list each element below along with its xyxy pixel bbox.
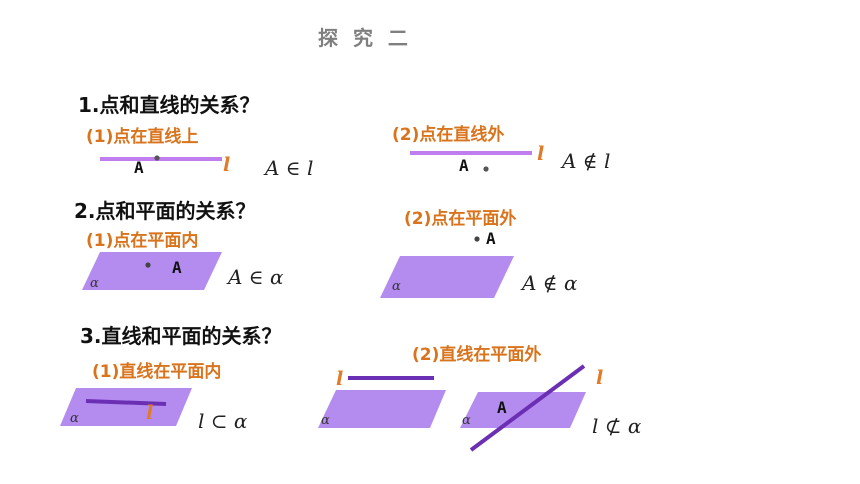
point-dot-case3 — [145, 262, 151, 268]
line-l-case7 — [469, 364, 586, 452]
case-3-label: (1)点在平面内 — [86, 231, 199, 251]
plane-alpha-label: α — [70, 411, 79, 426]
plane-alpha-case6 — [318, 390, 446, 428]
formula-a-in-alpha: A ∈ α — [228, 265, 284, 289]
point-dot-case1 — [154, 155, 160, 161]
page-title: 探 究 二 — [318, 26, 412, 50]
point-a-label: A — [486, 229, 496, 248]
case-1-label: (1)点在直线上 — [86, 127, 199, 147]
formula-a-in-l: A ∈ l — [265, 156, 314, 180]
point-a-label: A — [497, 398, 507, 417]
formula-l-subset-alpha: l ⊂ α — [198, 409, 248, 433]
section-1-heading: 1.点和直线的关系？ — [78, 93, 260, 117]
plane-alpha-case4 — [380, 256, 514, 298]
formula-a-notin-alpha: A ∉ α — [522, 271, 578, 295]
line-l-label: l — [596, 367, 604, 389]
case-5-label: (1)直线在平面内 — [92, 362, 222, 382]
case-6-label: (2)直线在平面外 — [412, 345, 542, 365]
case-2-label: (2)点在直线外 — [392, 125, 505, 145]
line-l-case5 — [85, 399, 167, 406]
line-l-label: l — [336, 368, 344, 390]
plane-alpha-label: α — [321, 413, 330, 428]
plane-alpha-label: α — [90, 276, 99, 291]
line-l-label: l — [537, 143, 545, 165]
formula-l-not-subset-alpha: l ⊄ α — [592, 414, 642, 438]
point-dot-case4 — [474, 236, 480, 242]
point-dot-case2 — [483, 166, 489, 172]
section-2-heading: 2.点和平面的关系？ — [74, 199, 256, 223]
point-a-label: A — [134, 158, 144, 177]
plane-alpha-label: α — [462, 413, 471, 428]
formula-a-notin-l: A ∉ l — [562, 149, 611, 173]
point-a-label: A — [172, 258, 182, 277]
line-l-label: l — [146, 402, 154, 424]
point-a-label: A — [459, 156, 469, 175]
line-l-label: l — [223, 154, 231, 176]
plane-alpha-case3 — [82, 252, 222, 290]
section-3-heading: 3.直线和平面的关系？ — [80, 324, 282, 348]
case-4-label: (2)点在平面外 — [404, 209, 517, 229]
plane-alpha-label: α — [392, 279, 401, 294]
plane-alpha-case5 — [60, 388, 192, 426]
